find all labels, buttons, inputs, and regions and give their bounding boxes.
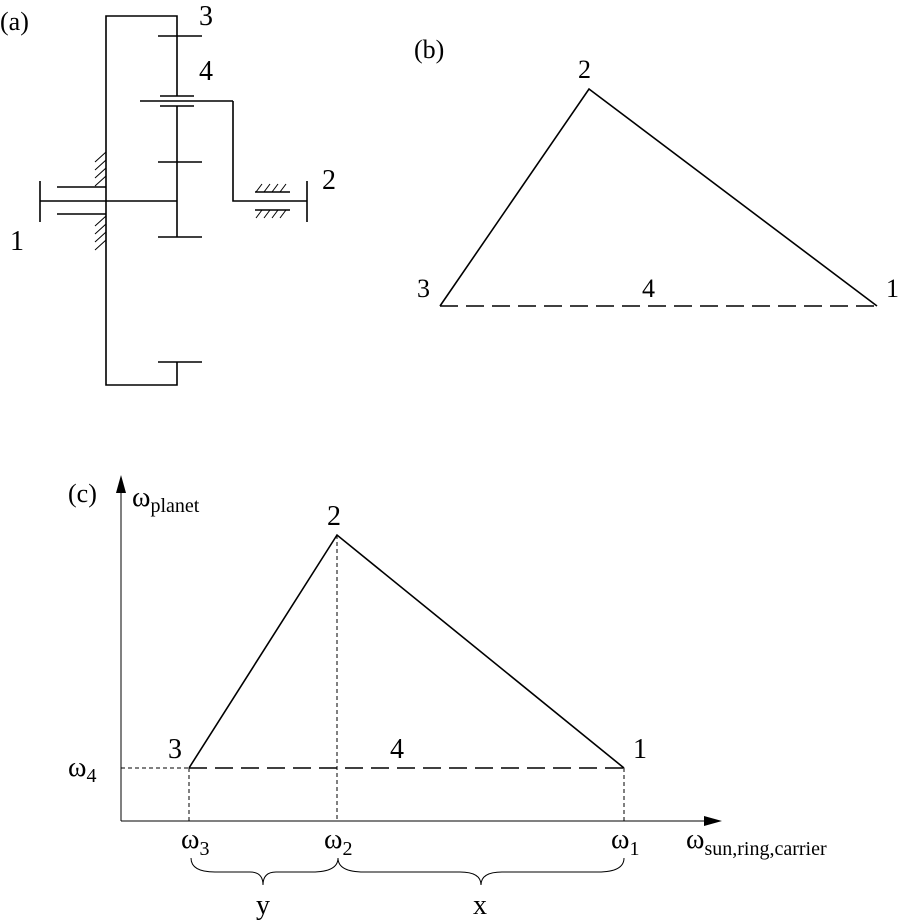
x-axis-label: ωsun,ring,carrier <box>686 824 827 860</box>
brace-x <box>337 857 625 886</box>
span-label-x: x <box>473 890 487 920</box>
node-label-3: 3 <box>168 734 182 765</box>
panel-a-tag: (a) <box>0 7 29 36</box>
node-label-1: 1 <box>886 274 898 303</box>
panel-c-tag: (c) <box>68 479 97 508</box>
panel-a-gear-schematic: (a) <box>0 1 336 386</box>
carrier-output-link <box>232 101 307 202</box>
ring-ground-hatch <box>94 151 107 251</box>
output-bearing-hatch <box>255 183 287 219</box>
node-label-3: 3 <box>417 274 430 303</box>
node-label-4: 4 <box>390 734 404 765</box>
y-axis-arrowhead <box>116 475 126 493</box>
y-tick-omega4: ω4 <box>68 752 96 787</box>
x-tick-omega2: ω2 <box>324 824 352 860</box>
panel-b-lever-triangle: (b) 2 3 4 1 <box>414 35 898 307</box>
x-tick-omega3: ω3 <box>181 824 209 860</box>
span-label-y: y <box>256 890 270 920</box>
panel-b-tag: (b) <box>414 35 444 64</box>
x-tick-omega1: ω1 <box>611 824 639 860</box>
node-label-1: 1 <box>10 226 24 257</box>
node-label-3: 3 <box>199 1 213 32</box>
y-axis-label: ωplanet <box>132 482 200 517</box>
node-label-2: 2 <box>327 501 341 532</box>
x-axis-arrowhead <box>704 816 722 826</box>
panel-c-speed-diagram: (c) ωplanet ωsun,ring,carrier 2 3 4 1 ω4… <box>68 475 827 920</box>
node-label-4: 4 <box>199 56 213 87</box>
speed-triangle-sides <box>188 533 625 769</box>
node-label-2: 2 <box>322 165 336 196</box>
triangle-sides <box>439 87 878 307</box>
node-label-4: 4 <box>642 274 655 303</box>
brace-y <box>190 857 339 886</box>
node-label-1: 1 <box>633 734 647 765</box>
node-label-2: 2 <box>578 55 591 84</box>
